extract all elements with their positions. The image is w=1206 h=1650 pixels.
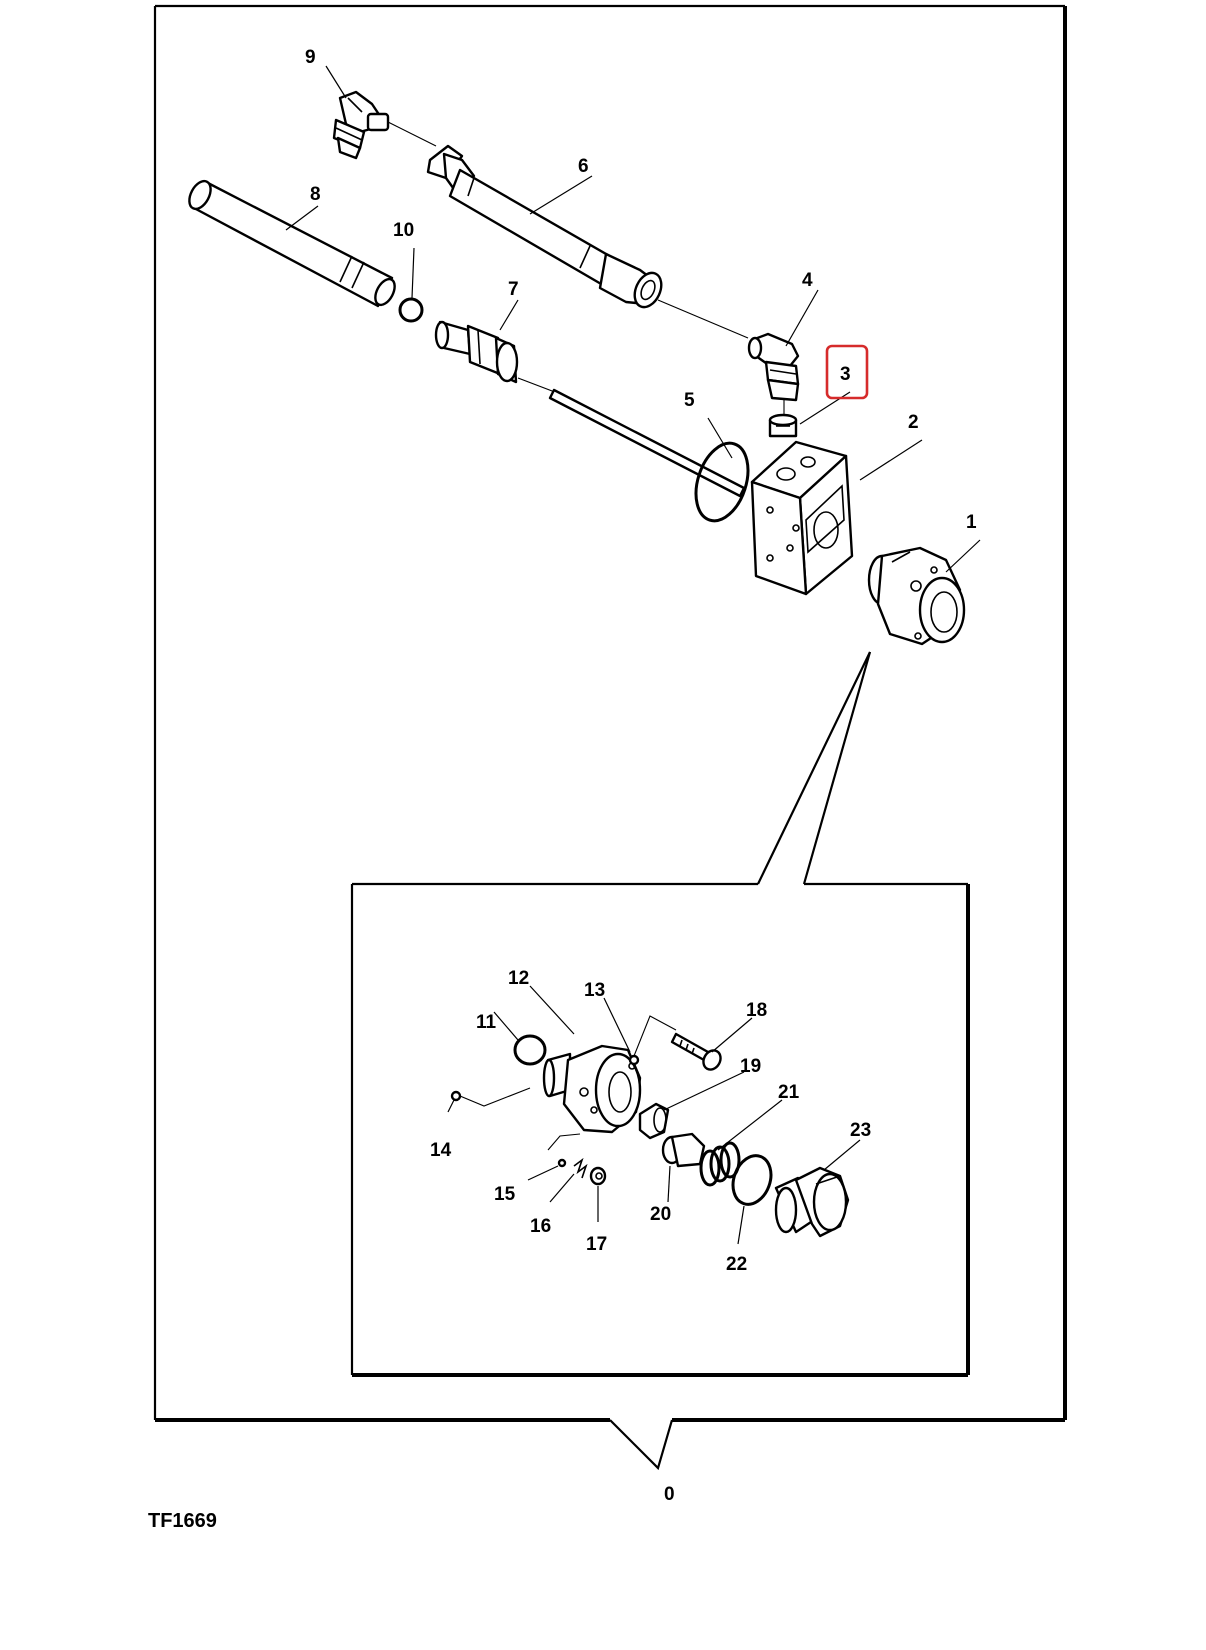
part-3-plug [768, 413, 798, 438]
part-5-o-ring [694, 441, 750, 523]
part-9-elbow-fitting [332, 90, 390, 160]
callout-16: 16 [530, 1216, 551, 1237]
part-1-cartridge-valve [867, 546, 966, 646]
callout-6: 6 [578, 156, 589, 177]
callout-8: 8 [310, 184, 321, 205]
callout-2: 2 [908, 412, 919, 433]
part-14-ball [450, 1090, 462, 1102]
callout-12: 12 [508, 968, 529, 989]
part-13-ball [628, 1054, 640, 1066]
outer-frame [153, 4, 1067, 1471]
callout-10: 10 [393, 220, 414, 241]
callout-22: 22 [726, 1254, 747, 1275]
part-20-spring-seat [661, 1132, 706, 1168]
callout-labels: 9 6 8 10 7 4 3 5 2 1 12 13 11 18 19 21 2… [305, 47, 977, 1505]
callout-7: 7 [508, 279, 519, 300]
part-16-spring [573, 1157, 588, 1179]
callout-17: 17 [586, 1234, 607, 1255]
part-10-o-ring [398, 297, 424, 323]
part-6-axis-line [657, 299, 749, 339]
callout-14: 14 [430, 1140, 452, 1161]
part-15-ball [557, 1158, 567, 1168]
detail-inset-frame [350, 651, 970, 1377]
part-5-rod [548, 388, 746, 498]
highlight-box-callout-3 [825, 344, 869, 400]
callout-15: 15 [494, 1184, 516, 1205]
part-2-valve-block [750, 440, 854, 596]
part-21-spring [699, 1141, 741, 1187]
part-12-valve-body [542, 1044, 642, 1134]
leader-lines-main [285, 65, 981, 573]
part-17-plug [589, 1166, 607, 1186]
callout-11: 11 [476, 1012, 497, 1033]
part-6-hose [426, 144, 663, 309]
callout-19: 19 [740, 1056, 761, 1077]
callout-4: 4 [802, 270, 813, 291]
callout-13: 13 [584, 980, 605, 1001]
part-23-plug [774, 1166, 850, 1238]
callout-0: 0 [664, 1484, 675, 1505]
part-22-o-ring [731, 1154, 773, 1206]
part-19-poppet [638, 1102, 670, 1140]
callout-5: 5 [684, 390, 695, 411]
callout-23: 23 [850, 1120, 871, 1141]
callout-20: 20 [650, 1204, 671, 1225]
figure-id: TF1669 [148, 1510, 217, 1532]
callout-9: 9 [305, 47, 316, 68]
part-4-elbow-fitting [747, 332, 800, 402]
leader-lines-inset [447, 985, 861, 1245]
part-9-axis-line [387, 121, 437, 147]
part-18-cap-screw [670, 1032, 722, 1071]
callout-18: 18 [746, 1000, 767, 1021]
part-11-o-ring [513, 1034, 547, 1066]
callout-21: 21 [778, 1082, 800, 1103]
part-8-tube [188, 179, 396, 308]
callout-3: 3 [840, 364, 851, 385]
part-7-adapter [434, 320, 519, 384]
callout-1: 1 [966, 512, 977, 533]
